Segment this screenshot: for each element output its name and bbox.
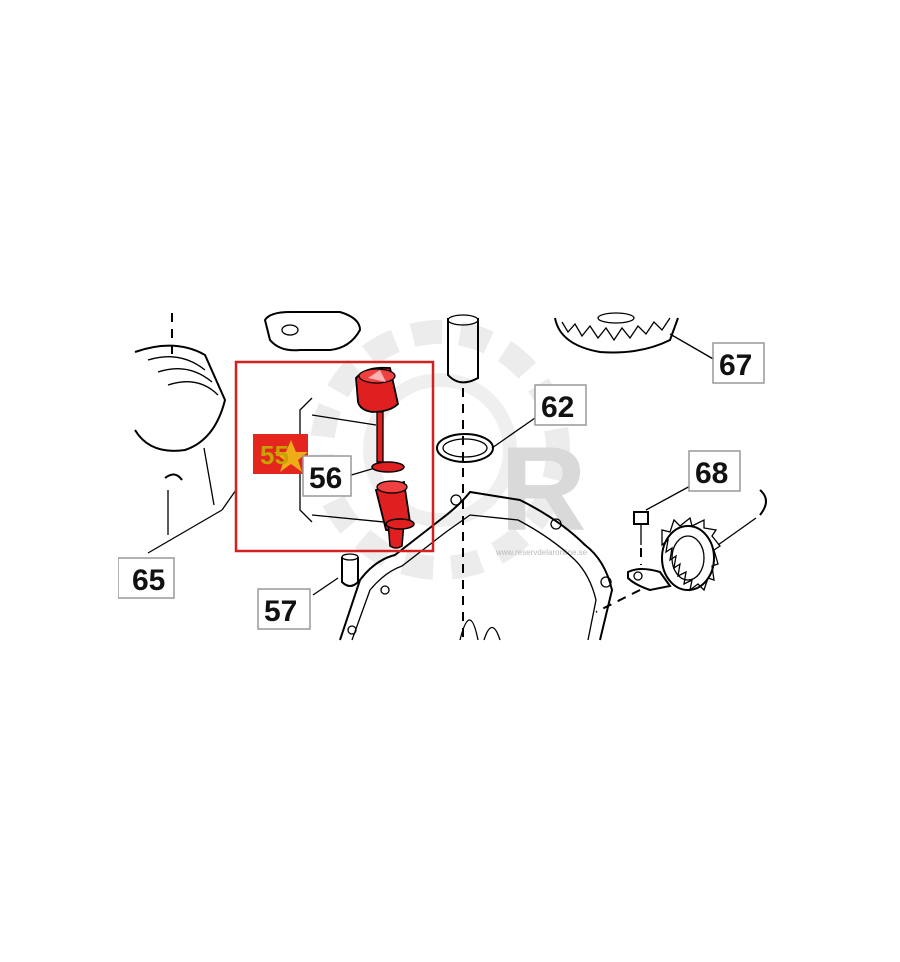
callout-68-label: 68 xyxy=(695,457,728,490)
star-icon xyxy=(274,440,308,472)
leader-lines xyxy=(147,333,757,596)
dipstick-part xyxy=(355,366,415,549)
callout-65[interactable]: 65 xyxy=(117,557,175,599)
callout-56-label: 56 xyxy=(309,462,342,495)
watermark-site: www.reservdelaronline.se xyxy=(495,548,588,557)
crankcase-cover-part xyxy=(339,490,614,641)
callout-62-label: 62 xyxy=(541,391,574,424)
pin-part xyxy=(341,553,359,587)
callout-62[interactable]: 62 xyxy=(534,384,587,426)
connecting-rod-part xyxy=(263,311,362,352)
crop-mask-right xyxy=(776,300,900,650)
callout-55-label: 55 xyxy=(260,440,289,470)
o-ring-part xyxy=(436,433,494,463)
callout-57-label: 57 xyxy=(264,595,297,628)
callout-68[interactable]: 68 xyxy=(688,450,741,492)
oil-pump-part xyxy=(595,489,767,613)
piston-part xyxy=(134,313,227,535)
crop-mask-left xyxy=(0,300,118,650)
callout-55[interactable]: 55 xyxy=(253,434,308,474)
callout-67-label: 67 xyxy=(719,349,752,382)
callout-67[interactable]: 67 xyxy=(712,342,765,384)
callout-57[interactable]: 57 xyxy=(257,588,311,630)
watermark-letter: R xyxy=(500,422,587,556)
callout-65-label: 65 xyxy=(132,564,165,597)
shaft-part xyxy=(447,314,479,640)
callout-56[interactable]: 56 xyxy=(302,455,352,497)
gear-part xyxy=(554,312,679,354)
highlight-box xyxy=(234,360,435,553)
